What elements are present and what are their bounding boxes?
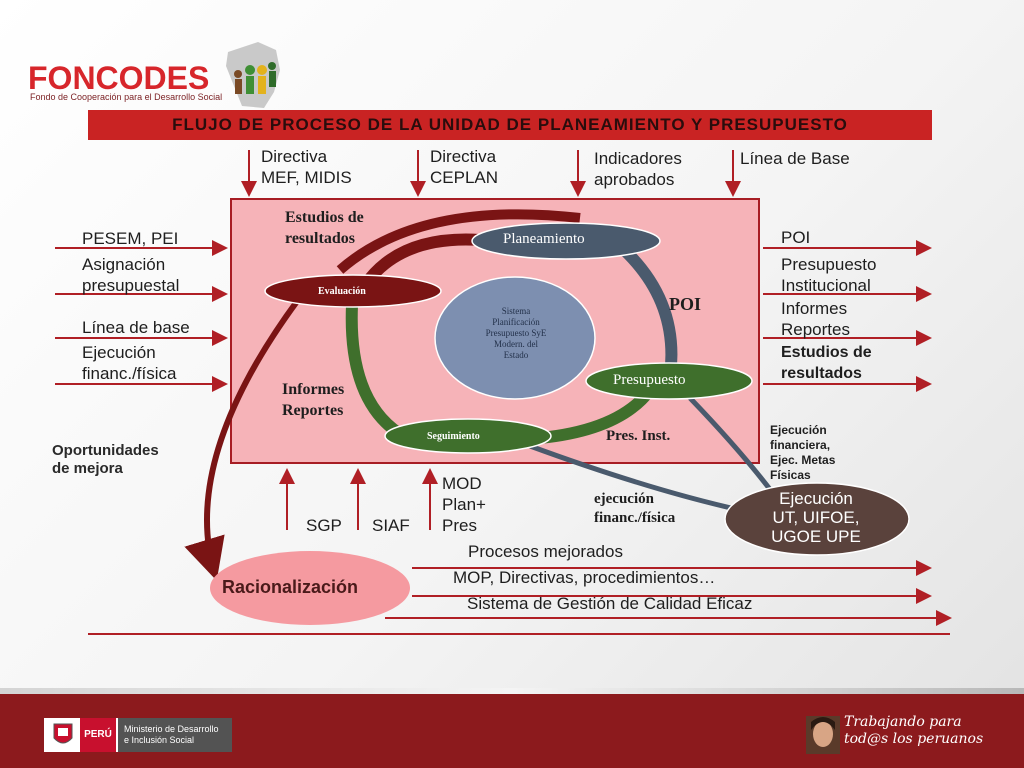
woman-portrait-icon — [806, 716, 840, 754]
logo-wordmark: FONCODES — [28, 60, 210, 96]
right-output-label: Estudios de resultados — [781, 344, 872, 382]
bottom-input-label: SIAF — [372, 516, 410, 535]
top-input-label: Línea de Base — [740, 149, 850, 168]
line-presupuesto-ejecucion — [688, 396, 774, 494]
estudios-label: Estudios de resultados — [285, 209, 364, 247]
node-ejecucion — [724, 482, 910, 556]
arc-seguimiento-evaluacion — [345, 304, 404, 440]
pres-inst-label: Pres. Inst. — [606, 428, 671, 444]
ejecucion-node-label: Ejecución UT, UIFOE, UGOE UPE — [771, 489, 861, 546]
bottom-input-label: MOD Plan+ Pres — [442, 474, 486, 535]
logo-subtitle: Fondo de Cooperación para el Desarrollo … — [30, 92, 223, 102]
right-output-label: Presupuesto Institucional — [781, 255, 877, 295]
ministerio-label: Ministerio de Desarrollo e Inclusión Soc… — [118, 718, 232, 752]
bottom-input-arrows — [279, 468, 438, 530]
foncodes-logo — [28, 40, 298, 110]
right-output-arrows — [763, 240, 932, 392]
ejecucion-side-label: Ejecución financiera, Ejec. Metas Física… — [770, 423, 836, 482]
planeamiento-label: Planeamiento — [503, 231, 585, 247]
left-input-label: Asignación presupuestal — [82, 255, 180, 295]
peru-shield-icon — [53, 723, 73, 744]
node-presupuesto — [585, 362, 753, 400]
ejecucion-fin-label: ejecución financ./física — [594, 491, 676, 526]
right-output-label: Informes Reportes — [781, 299, 850, 339]
bottom-output-label: Sistema de Gestión de Calidad Eficaz — [467, 594, 753, 613]
informes-label: Informes Reportes — [282, 381, 345, 419]
bottom-output-arrows — [88, 560, 952, 635]
arrow-to-racionalizacion — [184, 298, 301, 581]
node-evaluacion — [264, 274, 442, 308]
poi-label: POI — [669, 294, 702, 314]
diagram-title: FLUJO DE PROCESO DE LA UNIDAD DE PLANEAM… — [88, 110, 932, 140]
right-output-label: POI — [781, 228, 811, 247]
seguimiento-label: Seguimiento — [427, 431, 480, 442]
slogan-label: Trabajando para tod@s los peruanos — [844, 714, 984, 747]
bottom-output-label: MOP, Directivas, procedimientos… — [453, 568, 716, 587]
line-seguimiento-ejecucion — [529, 443, 741, 513]
people-map-icon — [226, 42, 280, 108]
left-input-label: Línea de base — [82, 318, 190, 337]
node-seguimiento — [384, 418, 552, 454]
arc-planeamiento-presupuesto — [615, 241, 678, 377]
left-input-arrows — [55, 240, 228, 392]
center-system-label: Sistema Planificación Presupuesto SyE Mo… — [485, 306, 547, 360]
left-input-label: PESEM, PEI — [82, 229, 179, 248]
racionalizacion-label: Racionalización — [222, 577, 359, 597]
top-input-label: Directiva CEPLAN — [430, 147, 499, 187]
node-planeamiento — [471, 222, 661, 260]
left-input-label: Ejecución financ./física — [82, 343, 177, 383]
bottom-output-label: Procesos mejorados — [468, 542, 623, 561]
top-input-label: Indicadores aprobados — [594, 149, 682, 189]
footer-divider — [0, 688, 1024, 694]
bottom-input-label: SGP — [306, 516, 342, 535]
top-input-label: Directiva MEF, MIDIS — [261, 147, 352, 187]
node-racionalizacion — [210, 551, 410, 625]
arc-estudios — [336, 209, 581, 274]
peru-label: PERÚ — [80, 718, 116, 752]
presupuesto-label: Presupuesto — [613, 372, 686, 388]
oportunidades-label: Oportunidades de mejora — [52, 442, 159, 477]
top-input-arrows — [241, 150, 741, 197]
evaluacion-label: Evaluación — [318, 286, 366, 297]
node-center — [434, 276, 596, 400]
